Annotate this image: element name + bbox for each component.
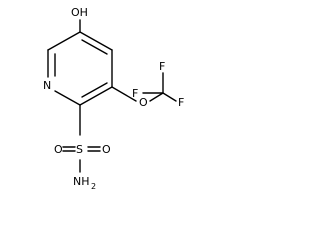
bond-cf3-f-right <box>162 92 177 102</box>
sulfur-label: S <box>76 143 83 156</box>
bond-c1-n <box>54 90 81 106</box>
bond-c4-c3-inner <box>81 39 108 55</box>
sulfonyl-oxygen-right-label: O <box>102 143 111 156</box>
amine-subscript: 2 <box>91 182 96 191</box>
atom-labels: OH N O F F F S O O NH 2 <box>43 6 184 191</box>
sulfonyl-oxygen-left-label: O <box>54 143 63 156</box>
bond-c4-c3 <box>79 31 113 51</box>
substituent-bonds <box>62 19 177 173</box>
fluorine-left-label: F <box>132 87 138 100</box>
hydroxyl-label: OH <box>71 6 88 19</box>
bond-c5-c4 <box>47 31 81 51</box>
bond-c2-c1 <box>79 86 113 106</box>
bond-ether-o-cf3 <box>149 92 164 102</box>
fluorine-top-label: F <box>159 60 165 73</box>
bond-c2-ether-o <box>111 86 137 102</box>
bond-c2-c1-inner <box>81 82 108 98</box>
molecular-structure: OH N O F F F S O O NH 2 <box>43 6 184 191</box>
amine-label: NH <box>73 175 90 188</box>
pyridine-ring <box>47 31 113 106</box>
ether-oxygen-label: O <box>139 96 148 109</box>
ring-nitrogen-label: N <box>43 79 51 92</box>
fluorine-right-label: F <box>178 96 184 109</box>
